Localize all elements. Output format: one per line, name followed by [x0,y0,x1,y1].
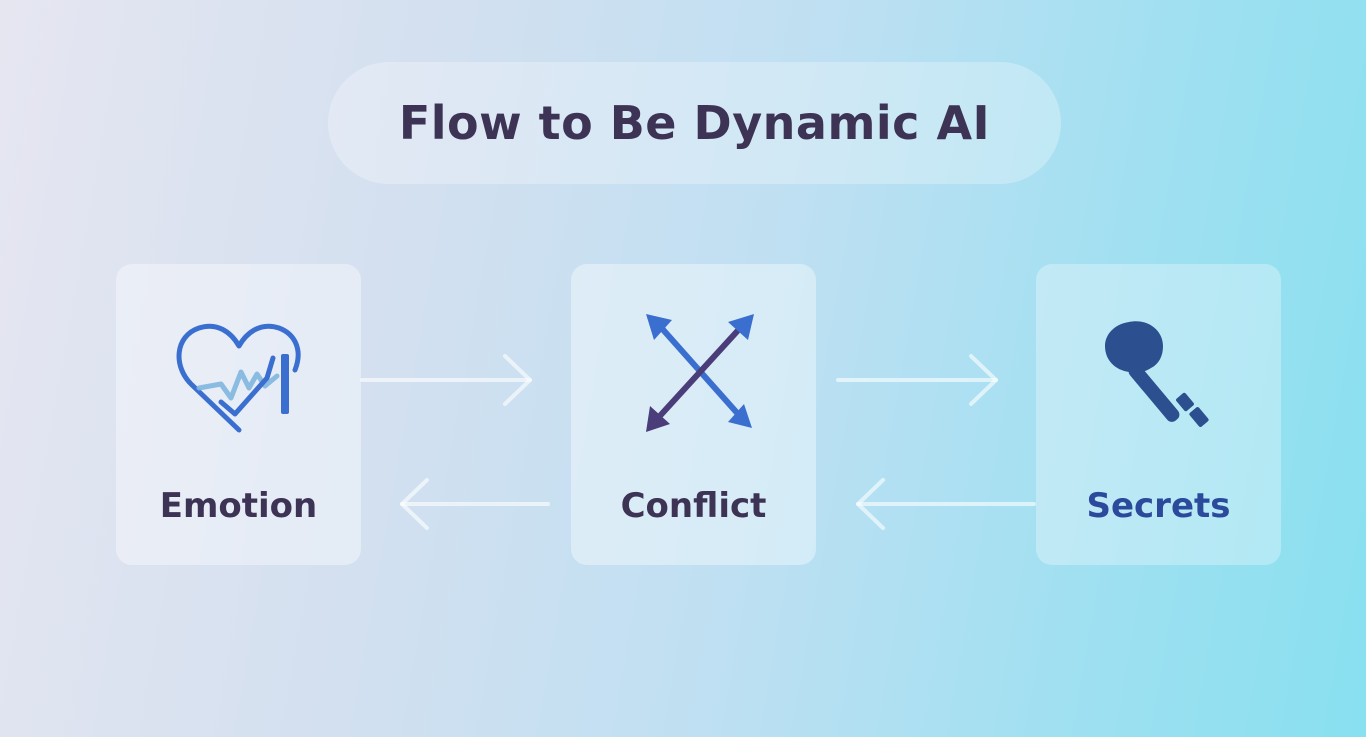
crossed-arrows-icon [645,314,754,432]
node-label-emotion: Emotion [159,486,318,526]
node-label-secrets: Secrets [1086,486,1231,526]
node-label-conflict: Conflict [620,486,767,526]
arrow-conflict-to-secrets [836,354,998,406]
arrow-conflict-to-emotion [400,478,550,530]
node-conflict: Conflict [571,264,816,565]
node-secrets: Secrets [1036,264,1281,565]
heart-pulse-icon [176,323,301,433]
node-emotion: Emotion [116,264,361,565]
arrow-secrets-to-conflict [856,478,1036,530]
arrow-emotion-to-conflict [360,354,532,406]
key-icon [1104,321,1209,427]
diagram-title: Flow to Be Dynamic AI [398,96,991,150]
title-banner: Flow to Be Dynamic AI [328,62,1061,184]
